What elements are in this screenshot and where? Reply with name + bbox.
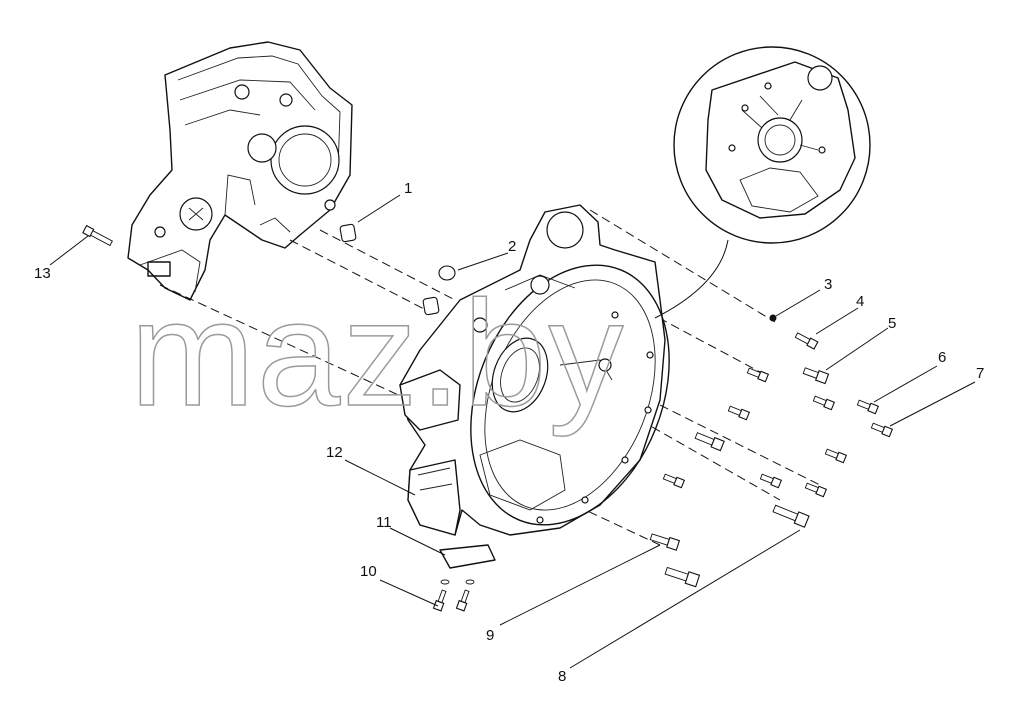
callout-7: 7 [976,365,984,382]
bushings [339,223,777,322]
callout-labels: 1 2 3 4 5 6 7 8 9 10 11 12 13 [34,180,984,685]
timing-gear-housing [127,41,353,301]
callout-1: 1 [404,180,412,197]
callout-9: 9 [486,627,494,644]
bolts [82,224,894,612]
inset-detail [654,46,871,319]
callout-8: 8 [558,668,566,685]
callout-13: 13 [34,265,51,282]
leader-lines [49,194,976,669]
watermark-text: maz.by [130,269,625,437]
flywheel-housing [399,204,670,536]
callout-6: 6 [938,349,946,366]
callout-4: 4 [856,293,864,310]
callout-3: 3 [824,276,832,293]
callout-12: 12 [326,444,343,461]
callout-5: 5 [888,315,896,332]
callout-2: 2 [508,238,516,255]
callout-11: 11 [376,514,392,531]
callout-10: 10 [360,563,377,580]
